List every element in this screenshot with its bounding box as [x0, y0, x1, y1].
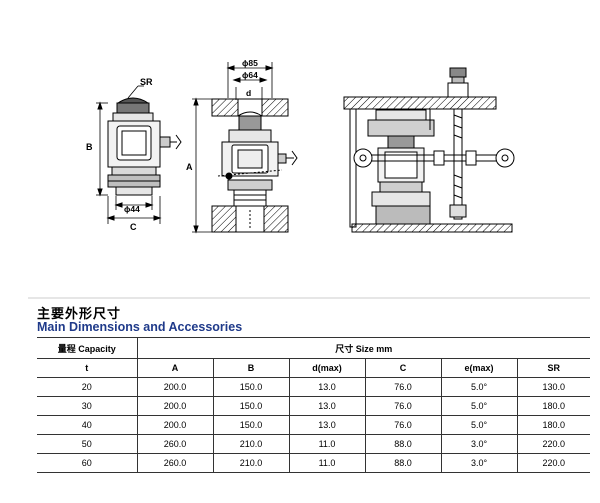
table-cell: 3.0°: [440, 434, 518, 454]
column-header: B: [212, 358, 290, 378]
label-d: d: [246, 88, 251, 98]
dimensions-table: 量程 Capacity 尺寸 Size mm t A B d(max) C e(…: [37, 337, 590, 473]
mounting-cross-section: [192, 62, 298, 234]
table-cell: 13.0: [288, 377, 366, 397]
heading-english: Main Dimensions and Accessories: [37, 320, 243, 334]
assembly-with-tie-rods: [343, 67, 515, 233]
table-cell: 11.0: [288, 434, 366, 454]
table-cell: 88.0: [364, 434, 442, 454]
table-cell: 200.0: [136, 396, 214, 416]
column-header: e(max): [440, 358, 518, 378]
table-cell: 130.0: [516, 377, 590, 397]
table-cell: 76.0: [364, 396, 442, 416]
label-dia44: ϕ44: [124, 204, 140, 214]
capacity-header: 量程 Capacity: [37, 337, 138, 359]
label-b: B: [86, 142, 93, 152]
table-cell: 260.0: [136, 453, 214, 473]
table-cell: 60: [37, 453, 138, 473]
table-cell: 40: [37, 415, 138, 435]
table-cell: 180.0: [516, 415, 590, 435]
table-row: 30 200.0 150.0 13.0 76.0 5.0° 180.0: [37, 396, 590, 416]
table-cell: 20: [37, 377, 138, 397]
table-cell: 13.0: [288, 396, 366, 416]
table-row: 50 260.0 210.0 11.0 88.0 3.0° 220.0: [37, 434, 590, 454]
table-cell: 150.0: [212, 415, 290, 435]
label-a: A: [186, 162, 193, 172]
table-cell: 76.0: [364, 377, 442, 397]
table-cell: 3.0°: [440, 453, 518, 473]
technical-drawings: SR B ϕ44 C: [28, 58, 590, 299]
table-cell: 50: [37, 434, 138, 454]
table-cell: 30: [37, 396, 138, 416]
unit-label: t: [37, 358, 138, 378]
table-cell: 260.0: [136, 434, 214, 454]
label-dia64: ϕ64: [242, 70, 258, 80]
table-cell: 180.0: [516, 396, 590, 416]
label-dia85: ϕ85: [242, 58, 258, 68]
table-cell: 150.0: [212, 396, 290, 416]
table-cell: 210.0: [212, 434, 290, 454]
table-row: 20 200.0 150.0 13.0 76.0 5.0° 130.0: [37, 377, 590, 397]
table-cell: 200.0: [136, 377, 214, 397]
column-header: d(max): [288, 358, 366, 378]
table-cell: 200.0: [136, 415, 214, 435]
load-cell-side-view: [96, 85, 182, 224]
table-cell: 76.0: [364, 415, 442, 435]
table-cell: 150.0: [212, 377, 290, 397]
column-header: A: [136, 358, 214, 378]
label-c: C: [130, 222, 137, 232]
table-cell: 5.0°: [440, 396, 518, 416]
table-cell: 220.0: [516, 434, 590, 454]
label-sr: SR: [140, 77, 153, 87]
table-header-row: 量程 Capacity 尺寸 Size mm: [37, 337, 590, 359]
table-row: 60 260.0 210.0 11.0 88.0 3.0° 220.0: [37, 453, 590, 473]
column-header: C: [364, 358, 442, 378]
table-cell: 210.0: [212, 453, 290, 473]
table-cell: 5.0°: [440, 377, 518, 397]
table-cell: 13.0: [288, 415, 366, 435]
table-row: 40 200.0 150.0 13.0 76.0 5.0° 180.0: [37, 415, 590, 435]
size-header: 尺寸 Size mm: [136, 337, 590, 359]
table-cell: 220.0: [516, 453, 590, 473]
heading-chinese: 主要外形尺寸: [37, 307, 122, 322]
table-column-row: t A B d(max) C e(max) SR: [37, 358, 590, 378]
table-cell: 88.0: [364, 453, 442, 473]
table-cell: 5.0°: [440, 415, 518, 435]
column-header: SR: [516, 358, 590, 378]
table-cell: 11.0: [288, 453, 366, 473]
